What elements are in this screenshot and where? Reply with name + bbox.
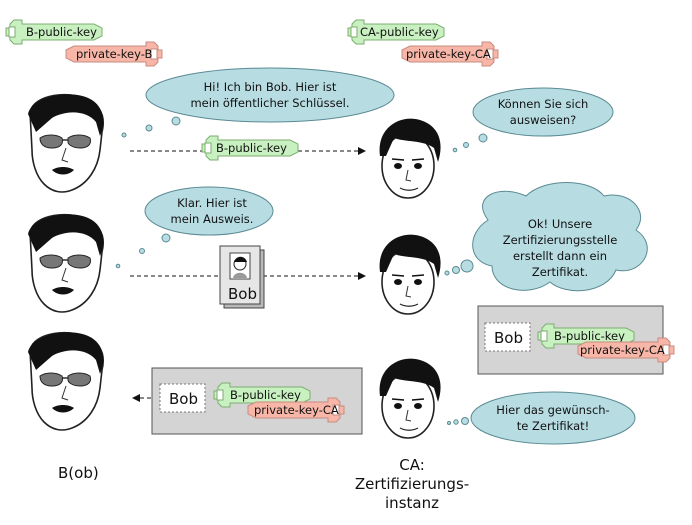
key-label: private-key-CA: [406, 47, 491, 61]
cert-name-label: Bob: [169, 390, 198, 408]
id-card-label: Bob: [228, 285, 257, 303]
bubble-line: Zertifizierungsstelle: [503, 233, 618, 247]
ca-label-line: Zertifizierungs-: [355, 475, 469, 493]
bob-private-key-top: private-key-B: [65, 41, 163, 67]
ca-label-line: instanz: [385, 494, 439, 512]
certificate-returned: Bob B-public-key private-key-CA: [151, 367, 363, 435]
bob-public-key-top: B-public-key: [5, 19, 103, 45]
ca-label-line: CA:: [399, 456, 425, 474]
bob-face-2: [27, 213, 105, 313]
key-label: CA-public-key: [360, 25, 439, 39]
speech-bubble-ca-final: Hier das gewünsch- te Zertifikat!: [447, 391, 636, 445]
speech-bubble-ca-reply: Ok! Unsere Zertifizierungsstelle erstell…: [444, 182, 648, 292]
key-label: private-key-CA: [580, 343, 665, 357]
speech-bubble-ca-question: Können Sie sich ausweisen?: [452, 87, 614, 153]
ca-face-2: [378, 233, 442, 315]
key-label: private-key-CA: [254, 403, 339, 417]
arrow-ca-to-bob: [132, 394, 152, 402]
bubble-line: ausweisen?: [510, 113, 576, 127]
key-label: B-public-key: [216, 141, 287, 155]
key-label: B-public-key: [26, 25, 97, 39]
bubble-line: mein Ausweis.: [171, 212, 254, 226]
bob-face-1: [27, 93, 105, 193]
certificate-ca-side: Bob B-public-key private-key-CA: [477, 305, 675, 375]
bubble-line: Ok! Unsere: [528, 217, 592, 231]
bubble-line: Zertifikat.: [532, 265, 588, 279]
ca-public-key-top: CA-public-key: [347, 19, 445, 45]
speech-bubble-bob-intro: Hi! Ich bin Bob. Hier ist mein öffentlic…: [121, 67, 395, 138]
cert-name-label: Bob: [494, 329, 523, 347]
bubble-line: Klar. Hier ist: [177, 196, 247, 210]
speech-bubble-bob-id: Klar. Hier ist mein Ausweis.: [115, 186, 274, 269]
key-label: B-public-key: [230, 388, 301, 402]
ca-face-3: [378, 357, 442, 439]
bubble-line: erstellt dann ein: [513, 249, 607, 263]
bubble-line: te Zertifikat!: [517, 419, 590, 433]
bubble-line: Hier das gewünsch-: [496, 403, 609, 417]
bubble-line: Hi! Ich bin Bob. Hier ist: [204, 80, 337, 94]
bob-public-key-transfer: B-public-key: [201, 135, 299, 161]
bubble-line: mein öffentlicher Schlüssel.: [190, 96, 349, 110]
key-label: B-public-key: [554, 329, 625, 343]
id-card: Bob: [219, 245, 265, 309]
ca-private-key-top: private-key-CA: [401, 41, 499, 67]
key-label: private-key-B: [76, 47, 152, 61]
bob-label: B(ob): [58, 464, 99, 482]
ca-face-1: [378, 117, 442, 199]
id-photo-icon: [233, 256, 247, 278]
bob-face-3: [27, 331, 105, 431]
bubble-line: Können Sie sich: [498, 97, 589, 111]
